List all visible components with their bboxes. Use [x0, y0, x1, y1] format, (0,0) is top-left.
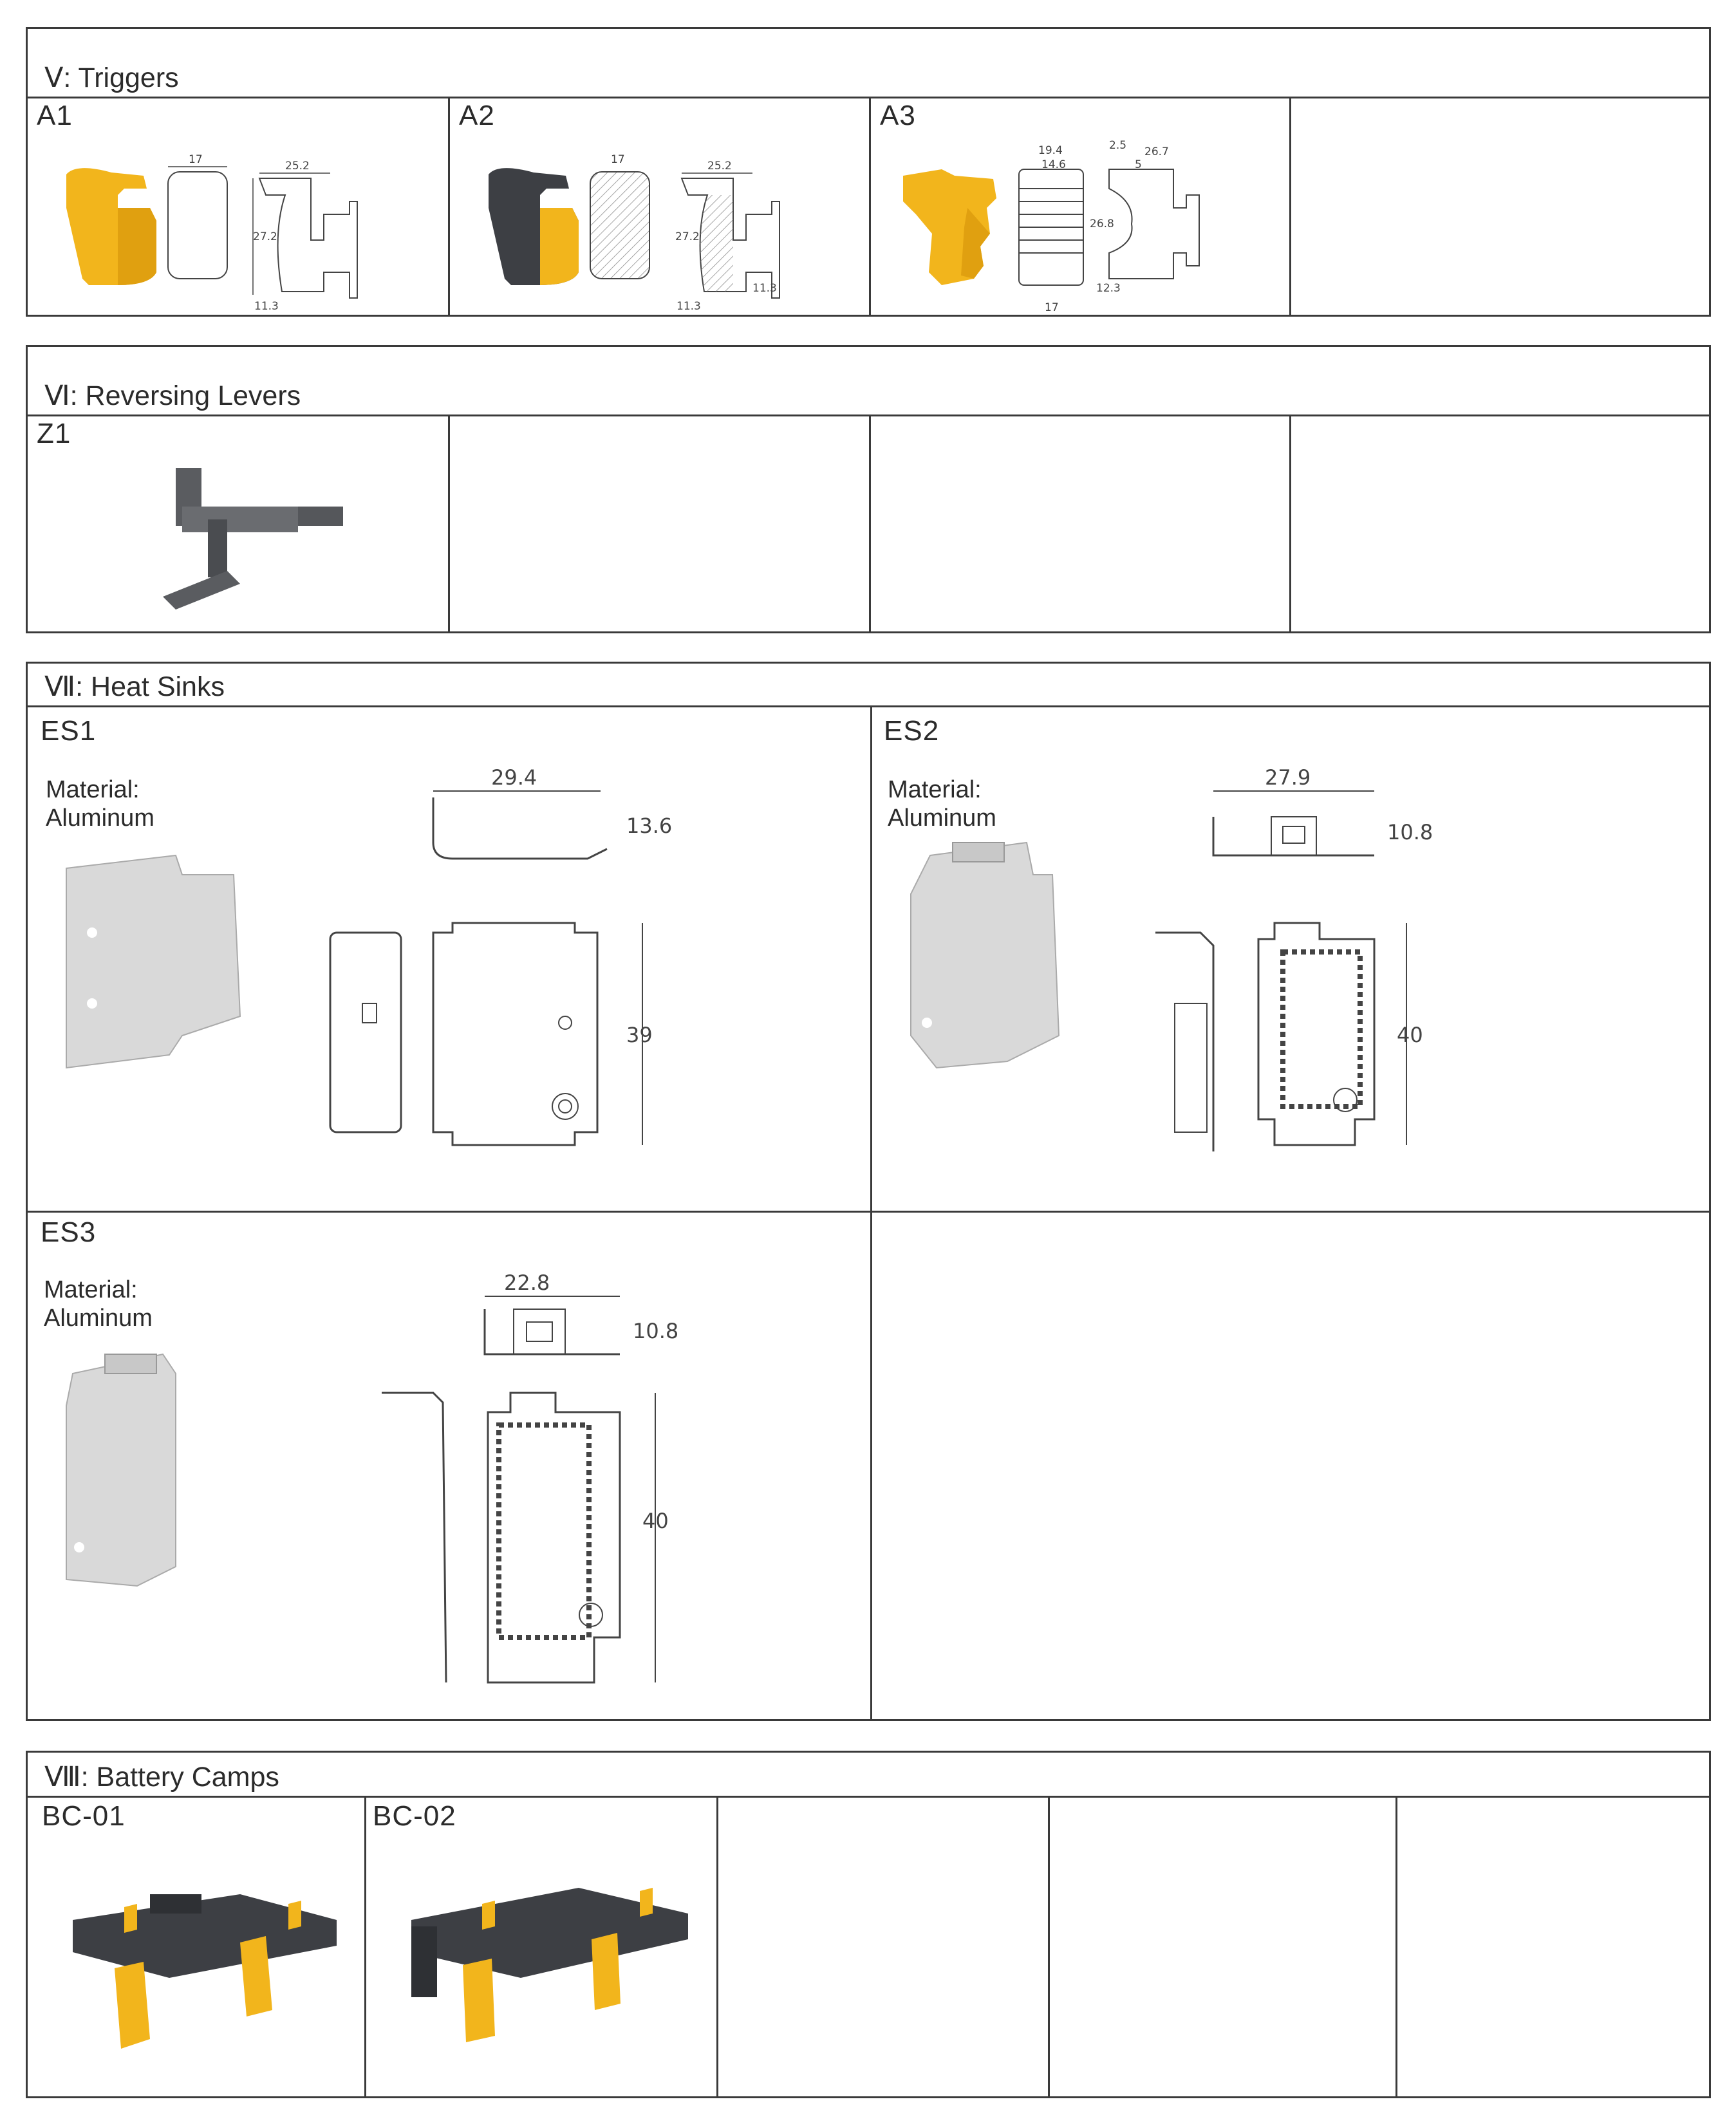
- svg-text:22.8: 22.8: [504, 1271, 550, 1295]
- svg-text:17: 17: [611, 153, 625, 166]
- svg-text:27.2: 27.2: [675, 230, 700, 243]
- svg-text:40: 40: [1397, 1023, 1423, 1047]
- heat-sink-es2-render: [910, 841, 1060, 1069]
- svg-text:11.3: 11.3: [752, 282, 777, 295]
- heat-sink-item-es2: ES2 Material:Aluminum 27.9 10.8 40: [872, 707, 1709, 1211]
- svg-text:10.8: 10.8: [1387, 820, 1433, 844]
- section-triggers: Ⅴ: Triggers A1 17 25.2 27.2 11.3 A2: [26, 27, 1711, 317]
- item-code: A1: [37, 100, 73, 131]
- lever-z1-render: [163, 468, 343, 610]
- section-title: Ⅶ: Heat Sinks: [28, 664, 1709, 707]
- trigger-a2-drawing: 17 25.2 27.2 11.3 11.3: [590, 153, 780, 313]
- item-code: ES3: [41, 1216, 97, 1248]
- svg-text:26.7: 26.7: [1144, 145, 1169, 158]
- heat-sink-es3-drawing: 22.8 10.8 40: [382, 1271, 678, 1684]
- svg-text:25.2: 25.2: [285, 160, 310, 172]
- trigger-a3-drawing: 19.4 14.6 2.5 26.7 5 26.8 12.3 17: [1018, 139, 1200, 314]
- svg-text:11.3: 11.3: [677, 300, 701, 313]
- trigger-a1-drawing: 17 25.2 27.2 11.3: [167, 153, 358, 313]
- svg-text:39: 39: [626, 1023, 653, 1047]
- trigger-a3-render: [903, 169, 996, 285]
- svg-text:5: 5: [1135, 158, 1142, 171]
- svg-text:29.4: 29.4: [491, 765, 537, 790]
- heat-sink-es1-render: [66, 854, 241, 1069]
- svg-text:19.4: 19.4: [1038, 144, 1063, 157]
- material-label: Material:Aluminum: [888, 776, 996, 832]
- item-code: ES1: [41, 715, 97, 747]
- section-heat-sinks: Ⅶ: Heat Sinks ES1 Material:Aluminum 29.4…: [26, 662, 1711, 1721]
- svg-text:11.3: 11.3: [254, 300, 279, 313]
- section-title: Ⅷ: Battery Camps: [28, 1753, 1709, 1798]
- trigger-item-a1: A1 17 25.2 27.2 11.3: [28, 98, 448, 316]
- svg-text:40: 40: [642, 1509, 669, 1533]
- svg-text:26.8: 26.8: [1090, 218, 1114, 230]
- material-label: Material:Aluminum: [44, 1276, 153, 1332]
- item-code: ES2: [884, 715, 940, 747]
- section-title: Ⅴ: Triggers: [28, 29, 1709, 98]
- grid-holes: [1280, 949, 1363, 1109]
- svg-text:13.6: 13.6: [626, 814, 672, 838]
- item-code: Z1: [37, 418, 71, 449]
- svg-text:12.3: 12.3: [1096, 282, 1121, 295]
- svg-text:2.5: 2.5: [1109, 139, 1126, 152]
- svg-text:10.8: 10.8: [633, 1319, 678, 1343]
- item-code: A3: [880, 100, 916, 131]
- battery-camp-item-bc01: BC-01: [28, 1798, 364, 2098]
- trigger-item-a2: A2 17 25.2 27.2 11.3 11.3: [450, 98, 869, 316]
- section-reversing-levers: Ⅵ: Reversing Levers Z1: [26, 345, 1711, 633]
- svg-text:27.2: 27.2: [253, 230, 277, 243]
- battery-camp-bc01-render: [73, 1894, 337, 2049]
- heat-sink-es2-drawing: 27.9 10.8 40: [1155, 765, 1433, 1151]
- trigger-a2-render: [489, 168, 579, 285]
- battery-camp-item-bc02: BC-02: [366, 1798, 716, 2098]
- item-code: A2: [459, 100, 495, 131]
- svg-text:17: 17: [189, 153, 203, 166]
- svg-text:17: 17: [1045, 301, 1059, 314]
- heat-sink-item-es3: ES3 Material:Aluminum 22.8 10.8 40: [28, 1213, 870, 1721]
- item-code: BC-01: [42, 1800, 126, 1832]
- trigger-a1-render: [66, 168, 156, 285]
- item-code: BC-02: [373, 1800, 456, 1832]
- section-title: Ⅵ: Reversing Levers: [28, 347, 1709, 416]
- section-battery-camps: Ⅷ: Battery Camps BC-01 BC-02: [26, 1751, 1711, 2098]
- svg-text:25.2: 25.2: [707, 160, 732, 172]
- material-label: Material:Aluminum: [46, 776, 154, 832]
- heat-sink-es3-render: [66, 1353, 176, 1587]
- svg-text:27.9: 27.9: [1265, 765, 1311, 790]
- trigger-item-a3: A3 19.4 14.6 2.5 26.7 5 26.8 12.3 17: [871, 98, 1289, 316]
- svg-text:14.6: 14.6: [1041, 158, 1066, 171]
- heat-sink-es1-drawing: 29.4 13.6 39: [329, 765, 672, 1146]
- heat-sink-item-es1: ES1 Material:Aluminum 29.4 13.6 39: [28, 707, 870, 1211]
- lever-item-z1: Z1: [28, 416, 448, 633]
- battery-camp-bc02-render: [411, 1888, 688, 2042]
